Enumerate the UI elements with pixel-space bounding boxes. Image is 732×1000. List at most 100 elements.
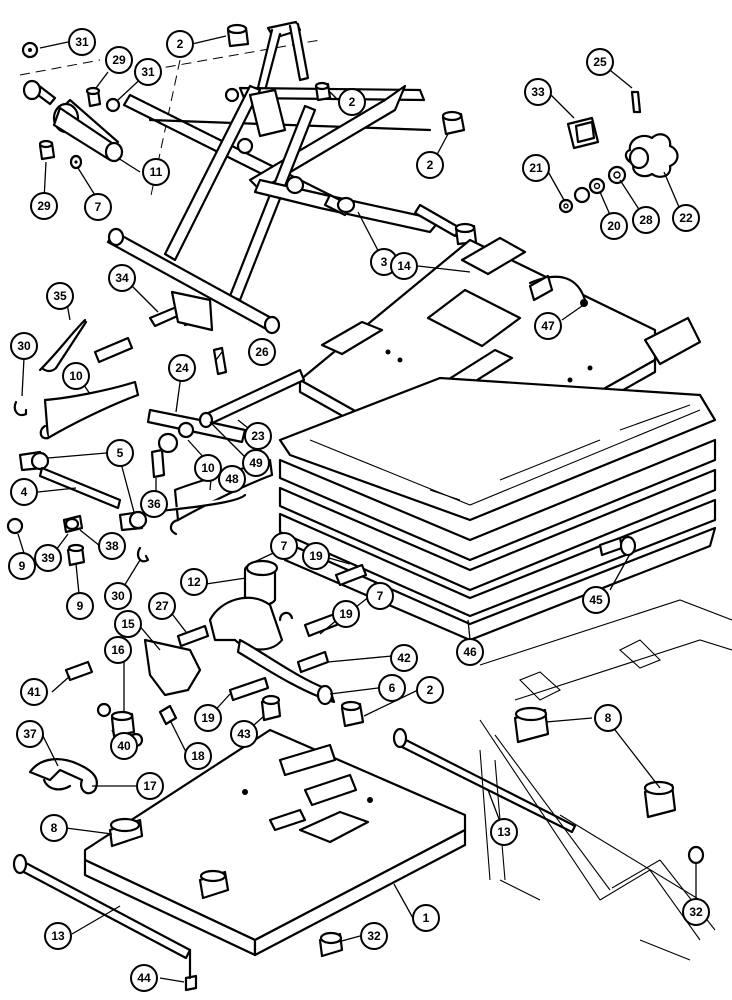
- callout-20: 20: [600, 212, 628, 240]
- svg-text:46: 46: [463, 645, 477, 659]
- svg-text:25: 25: [593, 55, 607, 69]
- svg-text:42: 42: [397, 651, 411, 665]
- callout-11: 11: [142, 158, 170, 186]
- svg-text:19: 19: [339, 607, 353, 621]
- callout-41: 41: [20, 678, 48, 706]
- callout-2b: 2: [338, 88, 366, 116]
- callout-48: 48: [218, 465, 246, 493]
- bellows: [278, 376, 717, 642]
- callout-18: 18: [184, 742, 212, 770]
- svg-text:14: 14: [397, 259, 411, 273]
- callout-16: 16: [104, 636, 132, 664]
- svg-text:24: 24: [175, 361, 189, 375]
- callout-13a: 13: [490, 818, 518, 846]
- callout-39: 39: [34, 544, 62, 572]
- svg-text:49: 49: [249, 456, 263, 470]
- callout-32a: 32: [360, 922, 388, 950]
- svg-text:10: 10: [69, 369, 83, 383]
- svg-text:23: 23: [251, 429, 265, 443]
- callout-26: 26: [248, 338, 276, 366]
- callout-15: 15: [114, 610, 142, 638]
- svg-text:12: 12: [187, 575, 201, 589]
- svg-text:18: 18: [191, 749, 205, 763]
- svg-text:39: 39: [41, 551, 55, 565]
- center-linkage: [146, 346, 306, 514]
- callout-9a: 9: [8, 552, 36, 580]
- svg-text:26: 26: [255, 345, 269, 359]
- callout-2d: 2: [416, 676, 444, 704]
- svg-text:17: 17: [143, 779, 157, 793]
- svg-text:27: 27: [155, 599, 169, 613]
- callout-22: 22: [672, 204, 700, 232]
- callout-42: 42: [390, 644, 418, 672]
- svg-text:9: 9: [19, 559, 26, 573]
- svg-text:8: 8: [51, 821, 58, 835]
- svg-text:1: 1: [423, 911, 430, 925]
- cylinder-assembly: [19, 41, 124, 170]
- roller-parts: [226, 23, 478, 728]
- svg-text:13: 13: [497, 825, 511, 839]
- callout-7b: 7: [270, 532, 298, 560]
- svg-text:8: 8: [605, 711, 612, 725]
- svg-text:20: 20: [607, 219, 621, 233]
- svg-text:30: 30: [111, 589, 125, 603]
- callout-36: 36: [140, 490, 168, 518]
- callout-2c: 2: [416, 151, 444, 179]
- callout-19b: 19: [332, 600, 360, 628]
- callout-31b: 31: [134, 58, 162, 86]
- callout-40: 40: [110, 732, 138, 760]
- callout-6: 6: [378, 674, 406, 702]
- svg-text:7: 7: [95, 200, 102, 214]
- svg-text:11: 11: [150, 165, 163, 179]
- svg-text:48: 48: [225, 472, 239, 486]
- svg-text:5: 5: [117, 446, 124, 460]
- svg-text:4: 4: [21, 485, 28, 499]
- svg-text:33: 33: [531, 85, 545, 99]
- svg-text:43: 43: [237, 727, 251, 741]
- callout-19a: 19: [302, 542, 330, 570]
- svg-text:35: 35: [53, 289, 67, 303]
- svg-text:10: 10: [201, 461, 215, 475]
- callout-29b: 29: [30, 192, 58, 220]
- callout-14: 14: [390, 252, 418, 280]
- callout-31a: 31: [68, 28, 96, 56]
- callout-2a: 2: [166, 30, 194, 58]
- base-plate: [83, 728, 467, 958]
- callout-10a: 10: [62, 362, 90, 390]
- svg-text:2: 2: [427, 683, 434, 697]
- callout-24: 24: [168, 354, 196, 382]
- callout-1: 1: [412, 904, 440, 932]
- svg-text:30: 30: [17, 339, 31, 353]
- callout-45: 45: [582, 586, 610, 614]
- svg-text:9: 9: [77, 599, 84, 613]
- callout-12: 12: [180, 568, 208, 596]
- svg-text:2: 2: [349, 95, 356, 109]
- callout-19c: 19: [194, 704, 222, 732]
- callout-21: 21: [522, 154, 550, 182]
- callout-43: 43: [230, 720, 258, 748]
- callout-30a: 30: [10, 332, 38, 360]
- svg-text:13: 13: [51, 929, 65, 943]
- callout-7a: 7: [84, 193, 112, 221]
- svg-text:44: 44: [137, 971, 151, 985]
- callout-13b: 13: [44, 922, 72, 950]
- svg-text:29: 29: [37, 199, 51, 213]
- callout-5: 5: [106, 439, 134, 467]
- svg-text:7: 7: [377, 589, 384, 603]
- svg-text:21: 21: [529, 161, 543, 175]
- callout-35: 35: [46, 282, 74, 310]
- callout-27: 27: [148, 592, 176, 620]
- rods: [12, 727, 577, 992]
- callout-7c: 7: [366, 582, 394, 610]
- svg-text:3: 3: [381, 255, 388, 269]
- svg-text:19: 19: [201, 711, 215, 725]
- svg-text:6: 6: [389, 681, 396, 695]
- callout-28: 28: [632, 206, 660, 234]
- svg-text:36: 36: [147, 497, 161, 511]
- svg-text:32: 32: [367, 929, 381, 943]
- svg-text:2: 2: [177, 37, 184, 51]
- svg-text:2: 2: [427, 158, 434, 172]
- svg-text:15: 15: [121, 617, 135, 631]
- svg-text:40: 40: [117, 739, 131, 753]
- callout-30b: 30: [104, 582, 132, 610]
